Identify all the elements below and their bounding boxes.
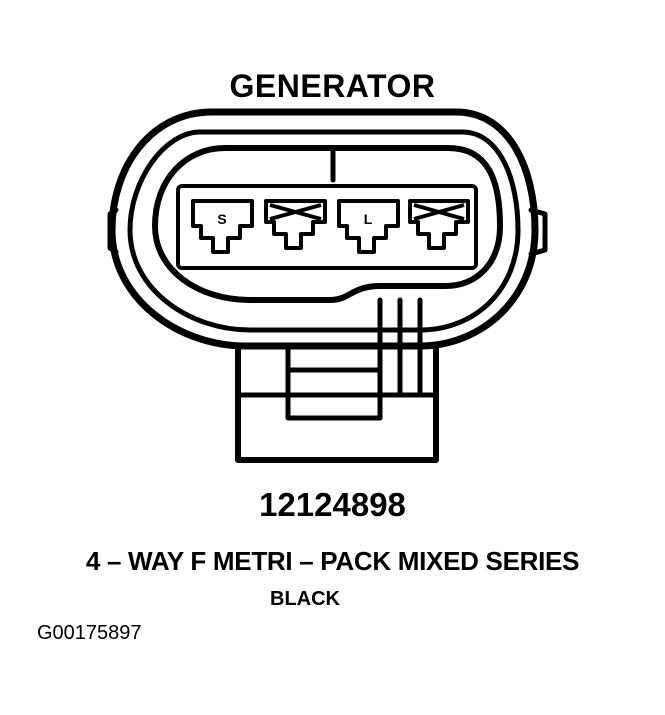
lock-clip <box>235 343 439 463</box>
terminal-4 <box>408 199 470 250</box>
left-latch-tab <box>107 207 119 255</box>
terminal-3 <box>337 199 400 254</box>
figure-id: G00175897 <box>37 622 142 644</box>
lock-clip-window <box>285 343 383 421</box>
connector-color: BLACK <box>270 588 340 610</box>
terminal-1 <box>191 199 254 254</box>
pin-label-1: S <box>217 211 226 227</box>
part-number: 12124898 <box>259 486 406 523</box>
right-latch-tab <box>528 207 548 257</box>
connector-title: GENERATOR <box>229 68 436 104</box>
pin-label-3: L <box>364 211 373 227</box>
connector-description: 4 – WAY F METRI – PACK MIXED SERIES <box>85 546 580 576</box>
pin-tray <box>176 184 478 270</box>
terminal-2 <box>264 199 327 250</box>
connector-inner-shell <box>127 129 521 333</box>
connector-pin-face <box>152 145 503 303</box>
